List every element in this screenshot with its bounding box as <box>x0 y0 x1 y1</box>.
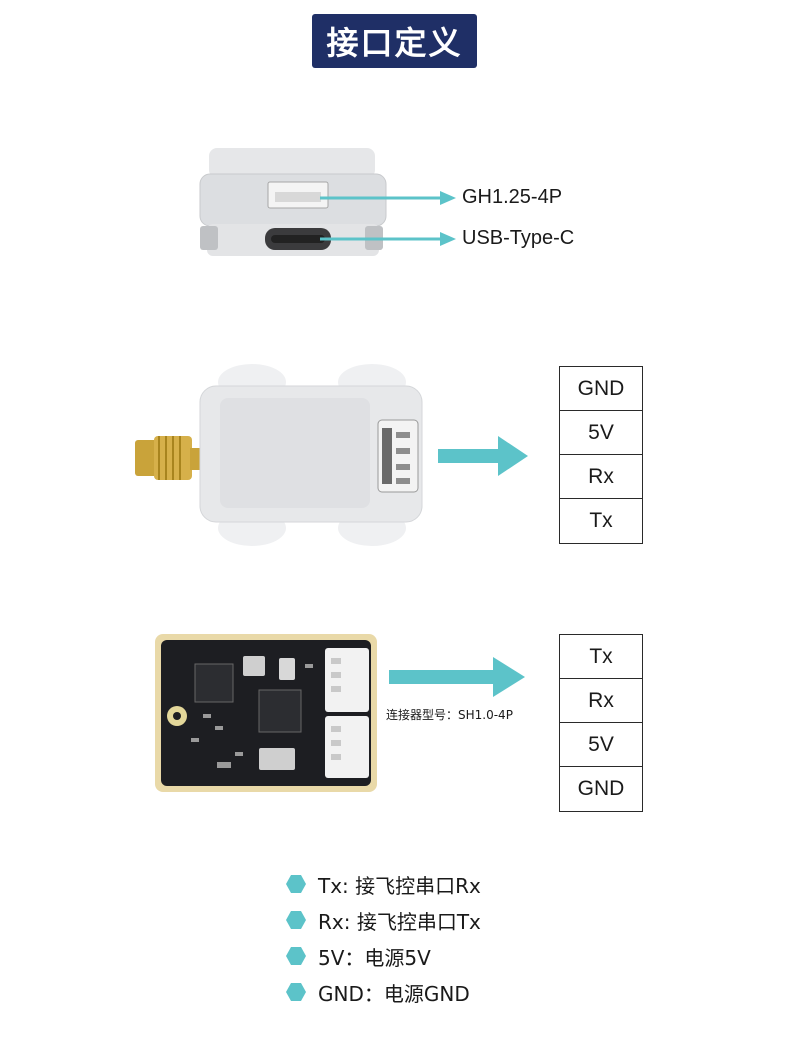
arrow-to-pin-table-2 <box>389 657 525 697</box>
legend-text: GND：电源GND <box>318 981 470 1006</box>
arrow-to-connector-label <box>320 191 456 205</box>
hexagon-bullet-icon <box>286 947 306 965</box>
hexagon-bullet-icon <box>286 983 306 1001</box>
pin-table-enclosure: GND 5V Rx Tx <box>559 366 643 544</box>
pin-cell: Rx <box>560 679 642 723</box>
legend-text: 5V：电源5V <box>318 945 431 970</box>
legend-text: Rx: 接飞控串口Tx <box>318 909 481 934</box>
pin-legend: Tx: 接飞控串口Rx Rx: 接飞控串口Tx 5V：电源5V GND：电源GN… <box>286 866 481 1010</box>
pin-cell: Tx <box>560 635 642 679</box>
pin-cell: Tx <box>589 509 613 532</box>
hexagon-bullet-icon <box>286 875 306 893</box>
legend-item: Rx: 接飞控串口Tx <box>286 902 481 938</box>
hexagon-bullet-icon <box>286 911 306 929</box>
pin-cell: Rx <box>560 455 642 499</box>
legend-text: Tx: 接飞控串口Rx <box>318 873 481 898</box>
legend-item: Tx: 接飞控串口Rx <box>286 866 481 902</box>
pin-cell: GND <box>577 777 625 800</box>
arrow-to-usb-label <box>320 232 456 246</box>
pin-table-pcb: Tx Rx 5V GND <box>559 634 643 812</box>
module-pcb-image <box>155 634 377 792</box>
module-side-view-image <box>199 148 387 256</box>
connector-type-label: GH1.25-4P <box>462 186 563 208</box>
legend-item: 5V：电源5V <box>286 938 481 974</box>
arrow-to-pin-table-1 <box>438 436 528 476</box>
usb-type-label: USB-Type-C <box>462 227 575 249</box>
pin-cell: 5V <box>560 411 642 455</box>
connector-model-note: 连接器型号：SH1.0-4P <box>386 708 513 722</box>
pin-cell: GND <box>560 367 642 411</box>
legend-item: GND：电源GND <box>286 974 481 1010</box>
module-enclosure-image <box>135 364 423 546</box>
pin-cell: 5V <box>560 723 642 767</box>
page-title: 接口定义 <box>312 14 477 68</box>
